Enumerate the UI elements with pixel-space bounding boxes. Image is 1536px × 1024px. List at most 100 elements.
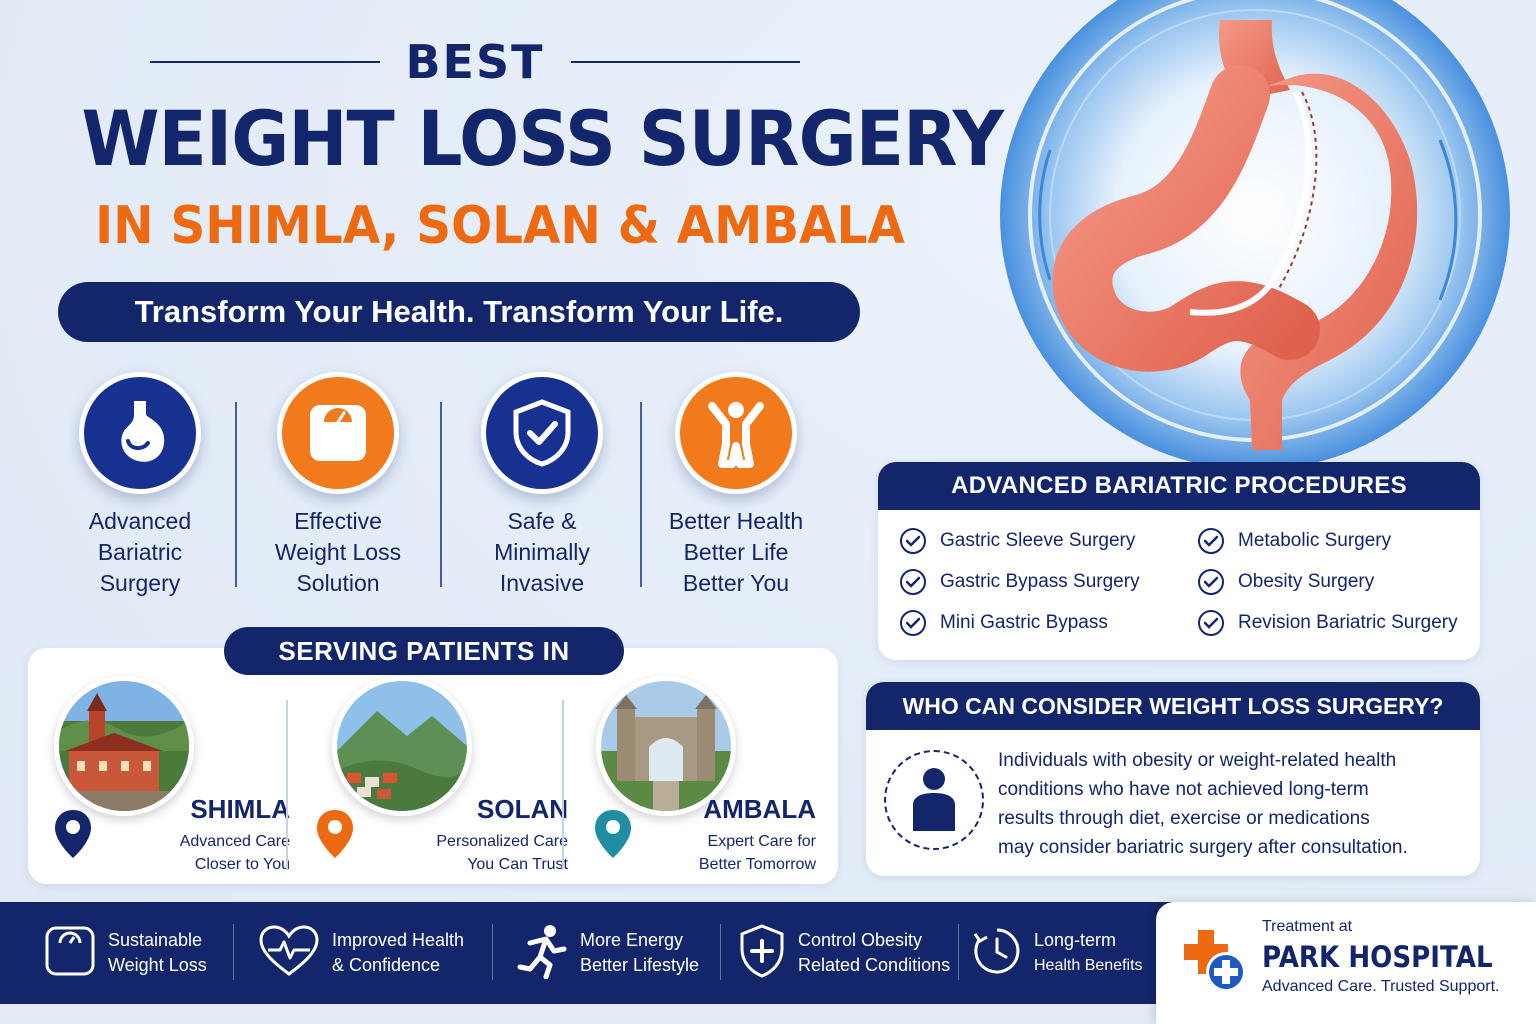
shield-check-icon [481, 372, 603, 494]
procedure-label: Gastric Sleeve Surgery [940, 530, 1136, 551]
feature-divider [440, 402, 442, 587]
city-desc-line: Expert Care for [707, 833, 816, 850]
city-solan: SOLAN Personalized Care You Can Trust [317, 676, 588, 876]
check-circle-icon [1198, 569, 1224, 595]
person-icon [884, 750, 984, 850]
clock-icon [972, 926, 1022, 981]
who-text-line: conditions who have not achieved long-te… [998, 779, 1369, 800]
benefit-line: Sustainable [108, 930, 203, 950]
check-circle-icon [1198, 610, 1224, 636]
city-desc-line: Better Tomorrow [698, 856, 816, 873]
city-ambala: AMBALA Expert Care for Better Tomorrow [566, 676, 836, 876]
benefit-line: More Energy [580, 930, 684, 950]
city-divider [286, 700, 288, 870]
who-text-line: Individuals with obesity or weight-relat… [998, 750, 1397, 771]
benefit-sustainable-weight-loss: Sustainable Weight Loss [44, 922, 207, 984]
benefit-line: Better Lifestyle [580, 955, 700, 975]
benefit-line: & Confidence [332, 955, 441, 975]
bottom-strip [0, 1004, 1156, 1024]
heart-pulse-icon [258, 924, 320, 983]
check-circle-icon [900, 569, 926, 595]
weighing-scale-icon [277, 372, 399, 494]
hospital-name: PARK HOSPITAL [1262, 940, 1493, 974]
best-label: BEST [405, 35, 545, 89]
procedure-item: Revision Bariatric Surgery [1198, 610, 1458, 636]
procedure-item: Obesity Surgery [1198, 569, 1374, 595]
hospital-slogan: Advanced Care. Trusted Support. [1262, 978, 1500, 995]
feature-label-line: Bariatric [97, 539, 183, 565]
benefit-divider [233, 924, 234, 980]
procedure-item: Mini Gastric Bypass [900, 610, 1108, 636]
location-pin-icon [314, 808, 356, 865]
feature-label-line: Better You [682, 570, 790, 596]
hospital-cross-logo-icon [1182, 926, 1248, 1001]
stomach-icon [79, 372, 201, 494]
who-text-line: results through diet, exercise or medica… [998, 808, 1370, 829]
check-circle-icon [900, 610, 926, 636]
divider-line-right [570, 61, 800, 63]
shield-plus-icon [738, 923, 786, 984]
procedure-item: Metabolic Surgery [1198, 528, 1391, 554]
feature-label-line: Solution [296, 570, 380, 596]
person-cheering-icon [675, 372, 797, 494]
procedure-label: Obesity Surgery [1238, 571, 1375, 592]
procedure-label: Mini Gastric Bypass [940, 612, 1108, 633]
feature-effective-weight-loss: Effective Weight Loss Solution [238, 372, 438, 599]
scale-icon [44, 925, 96, 982]
city-divider [562, 700, 564, 870]
feature-divider [235, 402, 237, 587]
location-pin-icon [52, 808, 94, 865]
procedure-item: Gastric Bypass Surgery [900, 569, 1140, 595]
feature-safe-minimally-invasive: Safe & Minimally Invasive [442, 372, 642, 599]
benefit-divider [958, 924, 959, 980]
benefit-control-obesity: Control Obesity Related Conditions [738, 922, 950, 984]
feature-better-health: Better Health Better Life Better You [636, 372, 836, 599]
page-subtitle: IN SHIMLA, SOLAN & AMBALA [95, 196, 905, 256]
feature-label-line: Surgery [99, 570, 181, 596]
city-desc-line: Closer to You [194, 856, 290, 873]
benefit-divider [720, 924, 721, 980]
running-person-icon [516, 923, 568, 984]
feature-label-line: Weight Loss [274, 539, 402, 565]
who-text-line: may consider bariatric surgery after con… [998, 837, 1408, 858]
who-title: WHO CAN CONSIDER WEIGHT LOSS SURGERY? [866, 682, 1480, 730]
procedure-label: Metabolic Surgery [1238, 530, 1392, 551]
feature-label-line: Minimally [494, 539, 590, 565]
hospital-pretext: Treatment at [1262, 918, 1353, 935]
procedure-label: Revision Bariatric Surgery [1238, 612, 1458, 633]
solan-photo [332, 676, 472, 816]
benefit-line: Related Conditions [798, 955, 951, 975]
city-name: SOLAN [477, 794, 568, 824]
procedures-card: ADVANCED BARIATRIC PROCEDURES Gastric Sl… [878, 462, 1480, 660]
feature-label-line: Advanced [88, 508, 192, 534]
benefit-improved-health: Improved Health & Confidence [258, 922, 464, 984]
serving-title: SERVING PATIENTS IN [224, 627, 624, 675]
procedure-label: Gastric Bypass Surgery [940, 571, 1140, 592]
shimla-photo [54, 676, 194, 816]
city-name: SHIMLA [190, 794, 290, 824]
best-heading-row: BEST [150, 34, 800, 90]
feature-label-line: Effective [294, 508, 382, 534]
procedures-title: ADVANCED BARIATRIC PROCEDURES [878, 462, 1480, 510]
divider-line-left [150, 61, 380, 63]
city-desc-line: Advanced Care [179, 833, 290, 850]
benefit-line: Long-term [1034, 930, 1117, 950]
location-pin-icon [592, 808, 634, 865]
city-desc-line: Personalized Care [436, 833, 568, 850]
tagline-banner: Transform Your Health. Transform Your Li… [58, 282, 860, 342]
feature-divider [640, 402, 642, 587]
benefit-divider [492, 924, 493, 980]
who-card: WHO CAN CONSIDER WEIGHT LOSS SURGERY? In… [866, 682, 1480, 876]
benefit-long-term: Long-term Health Benefits [972, 922, 1143, 984]
feature-label-line: Invasive [499, 570, 585, 596]
feature-label-line: Better Life [683, 539, 789, 565]
check-circle-icon [900, 528, 926, 554]
benefit-line: Improved Health [332, 930, 465, 950]
benefit-more-energy: More Energy Better Lifestyle [516, 922, 699, 984]
feature-label-line: Better Health [668, 508, 804, 534]
benefit-line: Weight Loss [108, 955, 207, 975]
procedure-item: Gastric Sleeve Surgery [900, 528, 1135, 554]
city-desc-line: You Can Trust [467, 856, 568, 873]
city-name: AMBALA [703, 794, 816, 824]
page-title: WEIGHT LOSS SURGERY [81, 94, 1004, 183]
